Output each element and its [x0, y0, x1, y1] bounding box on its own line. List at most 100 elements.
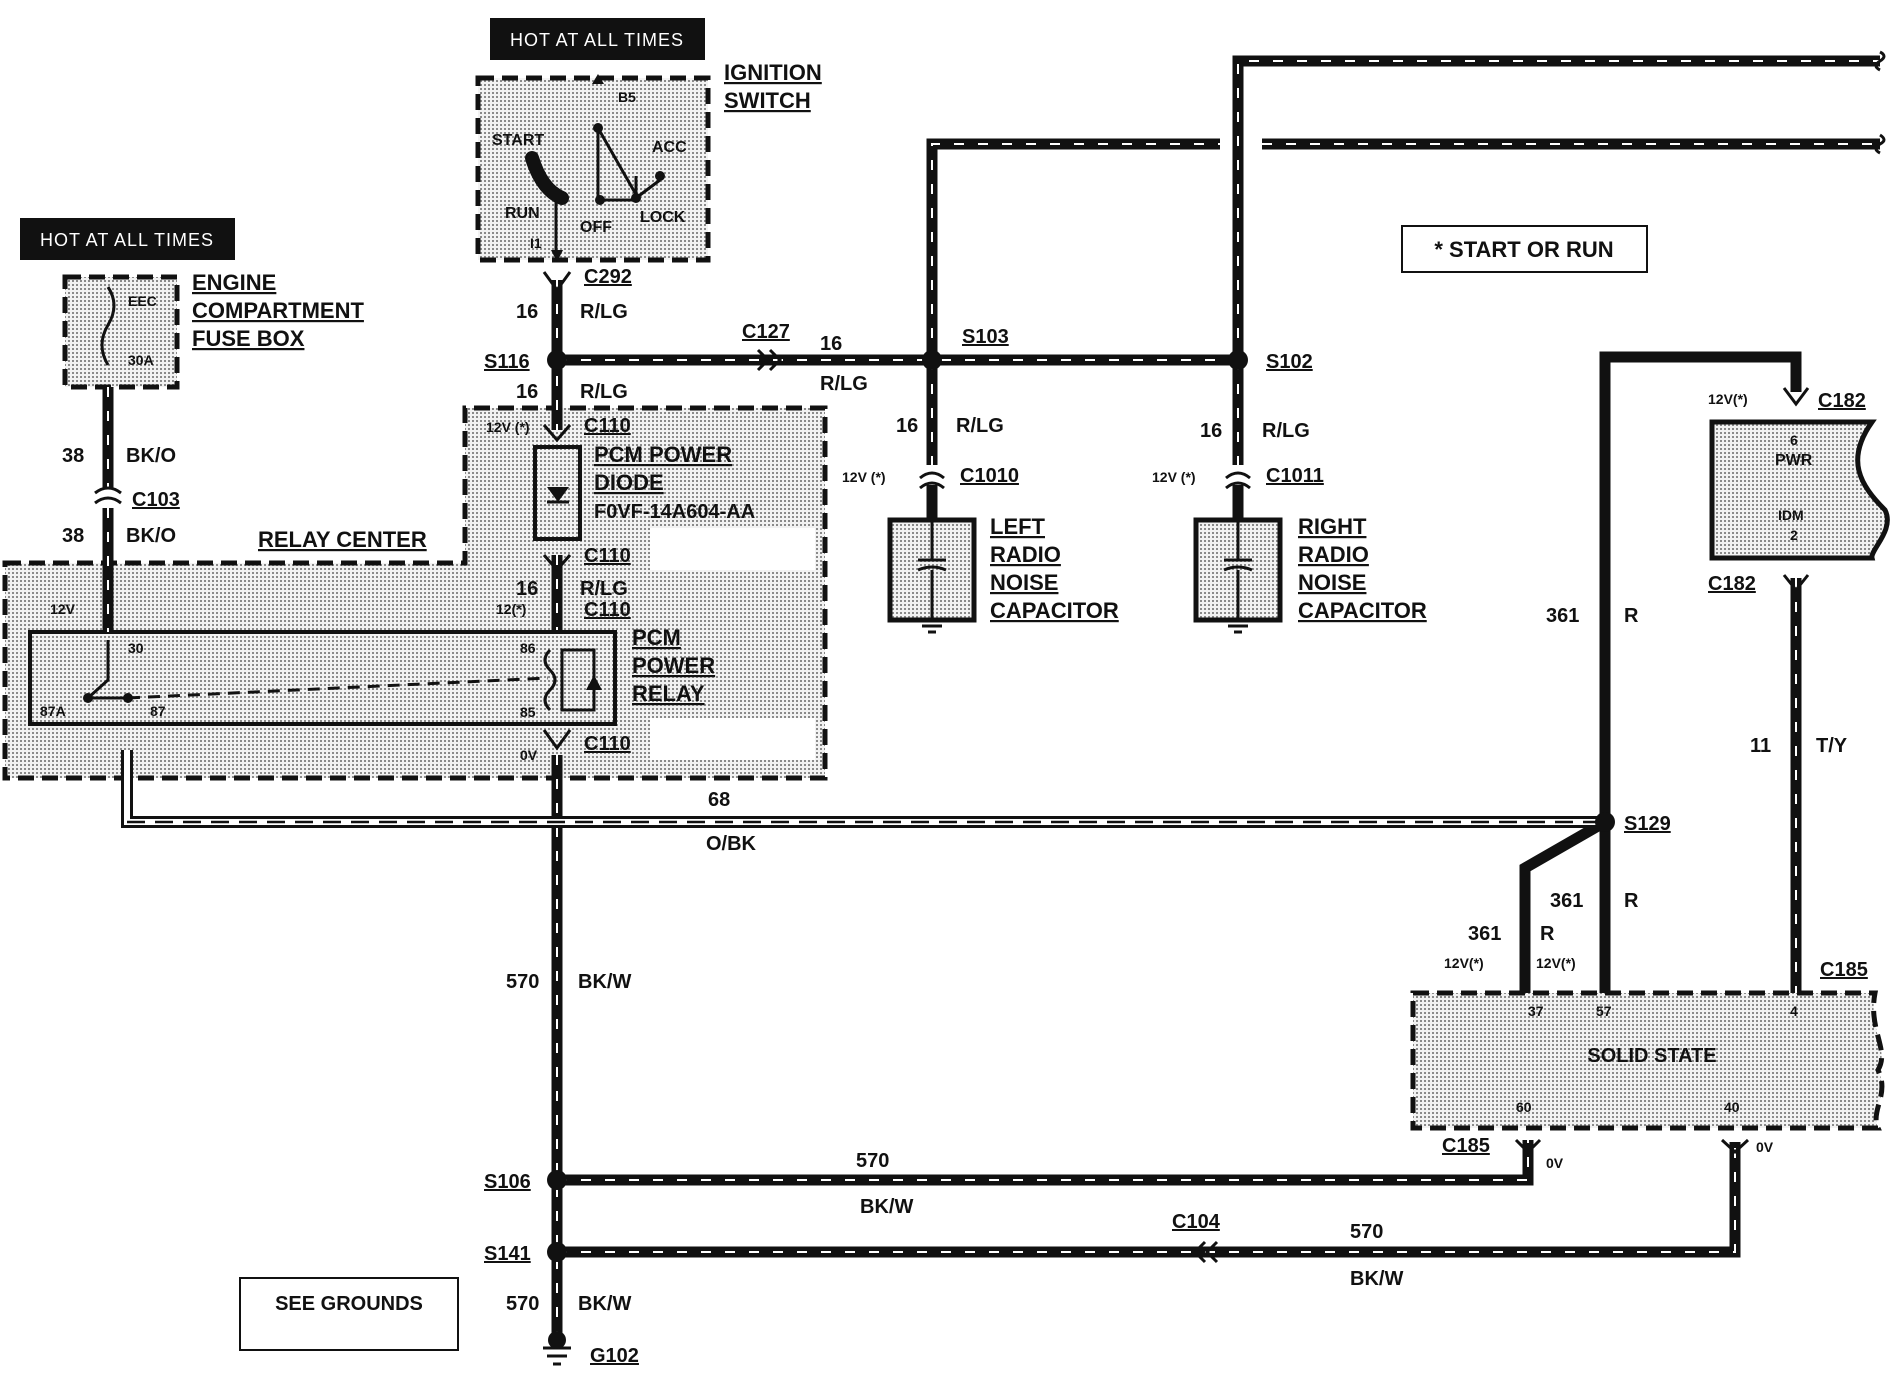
- left-cap-title-1: LEFT: [990, 514, 1046, 539]
- connector-c1010-symbol: [919, 471, 945, 490]
- w570c-col: BK/W: [1350, 1268, 1403, 1290]
- left-cap-title-3: NOISE: [990, 570, 1058, 595]
- solid-state-pin-4: 4: [1790, 1003, 1798, 1019]
- wire-570-s106: [557, 1140, 1534, 1186]
- splice-s106: [547, 1170, 567, 1190]
- wire-361-pin37: [1519, 817, 1608, 993]
- relay-center-box: [2, 405, 828, 781]
- solid-state-pin-40: 40: [1724, 1099, 1740, 1115]
- w11-num: 11: [1750, 735, 1771, 757]
- w38b-col: BK/O: [126, 525, 176, 547]
- connector-c292-symbol: [542, 271, 572, 293]
- v-pin60: 0V: [1546, 1155, 1564, 1171]
- connector-c182-top: [1782, 387, 1810, 407]
- ignition-title-1: IGNITION: [724, 60, 822, 85]
- w570b-col: BK/W: [860, 1196, 913, 1218]
- w570b-num: 570: [856, 1150, 889, 1172]
- relay-center-blank-2: [650, 718, 815, 760]
- idm-box: [1709, 419, 1890, 561]
- relay-title-3: RELAY: [632, 681, 705, 706]
- ignition-start: START: [492, 132, 544, 149]
- fuse-box-title-1: ENGINE: [192, 270, 276, 295]
- w68-col: O/BK: [706, 833, 757, 855]
- label-c292: C292: [584, 266, 632, 288]
- label-c110-d: C110: [584, 733, 631, 755]
- solid-state-title: SOLID STATE: [1587, 1045, 1716, 1067]
- label-c185-bot: C185: [1442, 1135, 1490, 1157]
- v-pin37: 12V(*): [1444, 955, 1484, 971]
- splice-s141: [547, 1242, 567, 1262]
- idm-pwr: PWR: [1775, 452, 1813, 469]
- w38b-num: 38: [62, 525, 84, 547]
- relay-pin-85: 85: [520, 704, 536, 720]
- fuse-box-title-2: COMPARTMENT: [192, 298, 364, 323]
- v-pin57: 12V(*): [1536, 955, 1576, 971]
- label-s102: S102: [1266, 351, 1313, 373]
- left-cap-title-2: RADIO: [990, 542, 1061, 567]
- label-c110-a: C110: [584, 415, 631, 437]
- label-g102: G102: [590, 1345, 639, 1367]
- ignition-lock: LOCK: [640, 209, 686, 226]
- w16a-num: 16: [516, 301, 538, 323]
- pcm-power-relay-box: [28, 630, 617, 726]
- v-c182: 12V(*): [1708, 391, 1748, 407]
- w570d-num: 570: [506, 1293, 539, 1315]
- ignition-contact-lines: [596, 128, 638, 202]
- wire-s102-top: [1232, 55, 1880, 362]
- w11-col: T/Y: [1816, 735, 1848, 757]
- v-c1010: 12V (*): [842, 469, 886, 485]
- label-c1010: C1010: [960, 465, 1019, 487]
- relay-title-1: PCM: [632, 625, 681, 650]
- label-s116: S116: [484, 351, 530, 373]
- w361a-col: R: [1624, 605, 1639, 627]
- w361c-num: 361: [1468, 923, 1501, 945]
- label-c110-c: C110: [584, 599, 631, 621]
- ignition-pin-b5: B5: [618, 89, 636, 105]
- label-c182-top: C182: [1818, 390, 1866, 412]
- connector-c104-symbol: [1192, 1240, 1219, 1264]
- v-c110-0v: 0V: [520, 747, 538, 763]
- see-grounds-box: [239, 1277, 459, 1351]
- right-cap-title-3: NOISE: [1298, 570, 1366, 595]
- ground-g102-symbol: [543, 1346, 571, 1366]
- label-s106: S106: [484, 1171, 531, 1193]
- label-s103: S103: [962, 326, 1009, 348]
- right-cap-symbol: [1223, 520, 1253, 620]
- connector-c127-symbol: [756, 348, 783, 372]
- see-grounds-text: SEE GROUNDS: [275, 1293, 423, 1315]
- ignition-off: OFF: [580, 219, 612, 236]
- v-relay-12v: 12V: [50, 601, 76, 617]
- ignition-acc: ACC: [652, 139, 687, 156]
- relay-pin-86: 86: [520, 640, 536, 656]
- fuse-box: [62, 274, 180, 390]
- diode-title-1: PCM POWER: [594, 442, 732, 467]
- w570d-col: BK/W: [578, 1293, 631, 1315]
- hot-at-all-times-label-left: HOT AT ALL TIMES: [40, 230, 214, 250]
- w16b-col: R/LG: [580, 381, 628, 403]
- left-cap-symbol: [917, 520, 947, 620]
- w570c-num: 570: [1350, 1221, 1383, 1243]
- connector-c110-bot: [542, 729, 572, 751]
- relay-pin-87a: 87A: [40, 703, 66, 719]
- w16f-col: R/LG: [580, 578, 628, 600]
- right-cap-title-2: RADIO: [1298, 542, 1369, 567]
- right-cap-title-4: CAPACITOR: [1298, 598, 1427, 623]
- diode-title-3: F0VF-14A604-AA: [594, 501, 755, 523]
- splice-s129: [1595, 812, 1615, 832]
- hot-at-all-times-tag-top: [490, 18, 705, 60]
- ignition-pin-i1: I1: [530, 235, 542, 251]
- relay-pin-30: 30: [128, 640, 144, 656]
- w361b-num: 361: [1550, 890, 1583, 912]
- label-s141: S141: [484, 1243, 531, 1265]
- w16d-num: 16: [896, 415, 918, 437]
- fuse-box-title-3: FUSE BOX: [192, 326, 305, 351]
- w16d-col: R/LG: [956, 415, 1004, 437]
- w16c-num: 16: [820, 333, 842, 355]
- splice-s103: [922, 350, 942, 370]
- w570a-col: BK/W: [578, 971, 631, 993]
- connector-c185-60: [1514, 1138, 1542, 1155]
- idm-name: IDM: [1778, 507, 1804, 523]
- w361b-col: R: [1624, 890, 1639, 912]
- connector-c110-top: [542, 424, 572, 443]
